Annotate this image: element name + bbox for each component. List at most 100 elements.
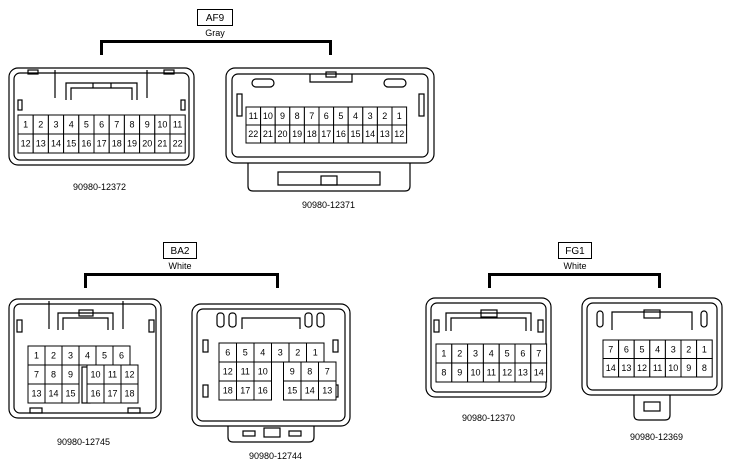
pin-number: 5 — [102, 351, 107, 361]
pin-number: 4 — [353, 111, 358, 121]
pin-number: 11 — [487, 368, 496, 378]
connector-12371-housing — [225, 67, 435, 192]
bracket-ba2 — [84, 273, 279, 276]
pin-number: 8 — [51, 370, 56, 380]
pin-number: 10 — [263, 111, 273, 121]
pin-number: 20 — [277, 129, 287, 139]
pin-cell — [169, 133, 186, 154]
part-number-12369: 90980-12369 — [630, 432, 684, 442]
pin-number: 15 — [66, 139, 76, 149]
pin-number: 9 — [280, 111, 285, 121]
pin-number: 14 — [48, 389, 58, 399]
bracket-af9 — [100, 40, 332, 43]
pin-number: 8 — [702, 363, 707, 373]
pin-number: 16 — [258, 386, 268, 396]
pin-cell — [120, 383, 139, 404]
pin-number: 10 — [470, 368, 480, 378]
pin-number: 13 — [31, 389, 41, 399]
pin-number: 5 — [338, 111, 343, 121]
pin-number: 12 — [637, 363, 647, 373]
pin-number: 1 — [23, 120, 28, 130]
pin-cell — [391, 124, 408, 144]
part-number-12370: 90980-12370 — [462, 413, 516, 423]
pin-number: 4 — [69, 120, 74, 130]
pin-number: 4 — [655, 344, 660, 354]
pin-number: 10 — [668, 363, 678, 373]
part-number-12372: 90980-12372 — [73, 182, 127, 192]
pin-number: 11 — [249, 111, 258, 121]
pin-number: 1 — [34, 351, 39, 361]
pin-number: 10 — [90, 370, 100, 380]
pin-number: 14 — [51, 139, 61, 149]
pin-number: 21 — [263, 129, 273, 139]
pin-number: 8 — [129, 120, 134, 130]
pin-number: 15 — [65, 389, 75, 399]
pin-number: 16 — [90, 389, 100, 399]
pin-number: 18 — [124, 389, 134, 399]
pin-number: 7 — [536, 349, 541, 359]
pin-number: 6 — [119, 351, 124, 361]
pin-number: 6 — [225, 348, 230, 358]
pin-number: 6 — [520, 349, 525, 359]
pin-number: 12 — [502, 368, 512, 378]
pin-cell — [696, 358, 713, 378]
pin-number: 11 — [241, 367, 250, 377]
pin-number: 14 — [305, 386, 315, 396]
pin-number: 13 — [322, 386, 332, 396]
pin-number: 7 — [309, 111, 314, 121]
pin-number: 5 — [505, 349, 510, 359]
pin-number: 18 — [307, 129, 317, 139]
pin-number: 4 — [85, 351, 90, 361]
pin-number: 5 — [243, 348, 248, 358]
pin-cell — [530, 362, 548, 383]
pin-number: 17 — [97, 139, 107, 149]
pin-number: 13 — [380, 129, 390, 139]
pin-number: 3 — [53, 120, 58, 130]
pin-number: 15 — [350, 129, 360, 139]
pin-number: 17 — [321, 129, 331, 139]
pin-number: 3 — [368, 111, 373, 121]
pin-number: 18 — [223, 386, 233, 396]
pin-number: 7 — [325, 367, 330, 377]
pin-number: 19 — [292, 129, 302, 139]
pin-number: 8 — [307, 367, 312, 377]
pin-number: 22 — [248, 129, 258, 139]
part-number-12744: 90980-12744 — [249, 451, 303, 461]
pin-number: 6 — [99, 120, 104, 130]
pin-number: 18 — [112, 139, 122, 149]
pin-number: 3 — [671, 344, 676, 354]
pin-number: 2 — [295, 348, 300, 358]
pin-number: 11 — [653, 363, 662, 373]
pin-number: 3 — [68, 351, 73, 361]
pin-number: 9 — [145, 120, 150, 130]
pin-number: 3 — [278, 348, 283, 358]
group-color-af9: Gray — [205, 28, 225, 38]
group-color-ba2: White — [168, 261, 192, 271]
pin-number: 8 — [441, 368, 446, 378]
pin-number: 4 — [489, 349, 494, 359]
pin-number: 1 — [441, 349, 446, 359]
pin-number: 14 — [606, 363, 616, 373]
pin-cell — [253, 380, 272, 401]
pin-number: 11 — [108, 370, 117, 380]
pin-number: 12 — [21, 139, 31, 149]
pin-number: 21 — [157, 139, 167, 149]
pin-number: 2 — [38, 120, 43, 130]
pin-number: 6 — [624, 344, 629, 354]
pin-number: 3 — [473, 349, 478, 359]
pin-number: 1 — [313, 348, 318, 358]
group-tag-ba2: BA2 — [163, 242, 197, 259]
pin-number: 7 — [34, 370, 39, 380]
connector-12745-housing — [8, 298, 162, 419]
pin-number: 2 — [382, 111, 387, 121]
pin-number: 22 — [173, 139, 183, 149]
group-color-fg1: White — [563, 261, 587, 271]
pin-number: 13 — [36, 139, 46, 149]
group-tag-af9: AF9 — [197, 9, 233, 26]
pin-number: 12 — [223, 367, 233, 377]
pin-number: 9 — [457, 368, 462, 378]
